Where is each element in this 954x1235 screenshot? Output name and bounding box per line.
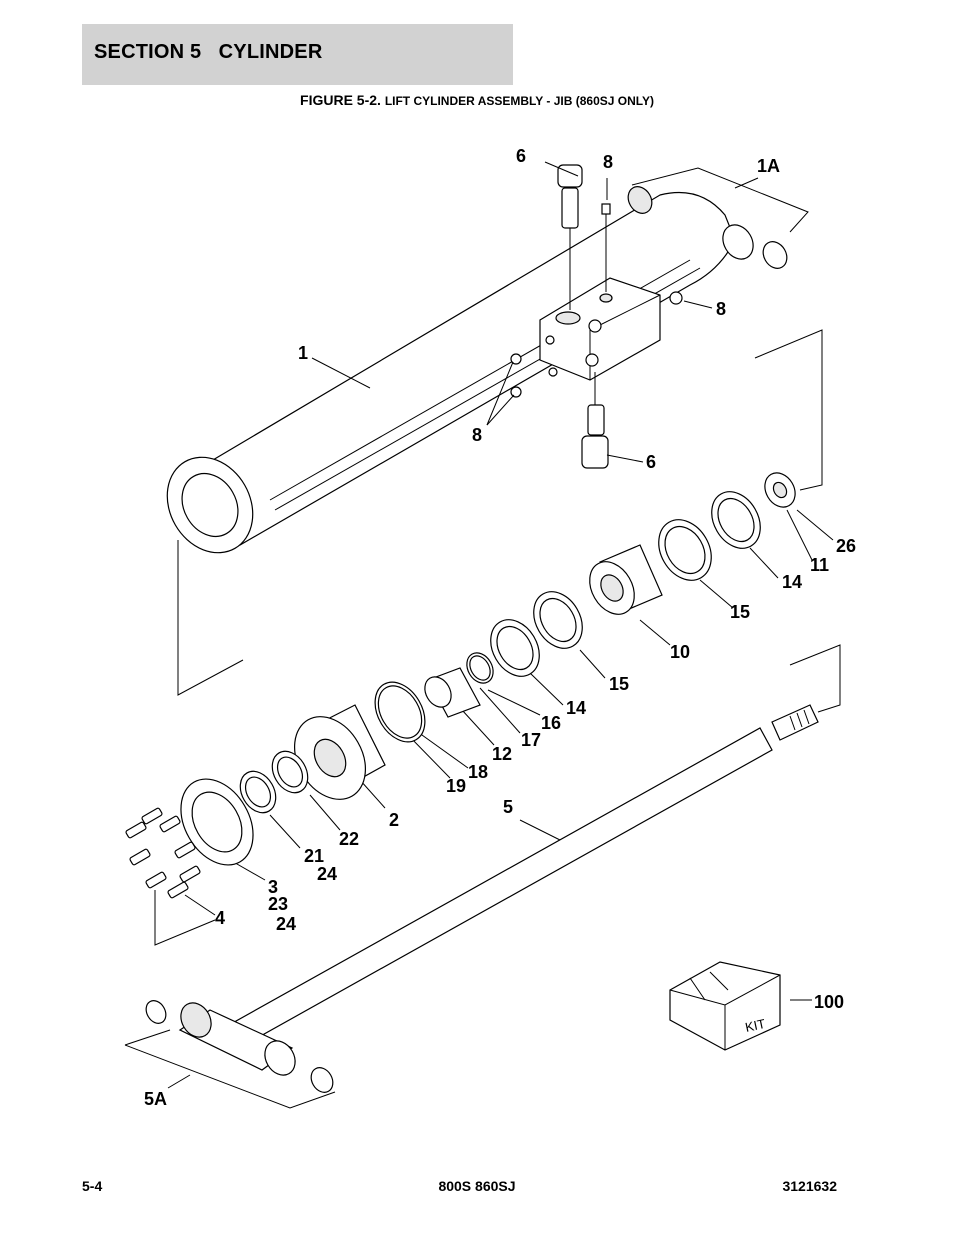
callout-24-b: 24 [276, 914, 296, 934]
callout-numbers: 6 8 1A 8 1 8 6 26 11 14 15 10 15 14 16 1… [144, 146, 856, 1109]
hose-fittings [510, 164, 683, 469]
figure-title: FIGURE 5-2. LIFT CYLINDER ASSEMBLY - JIB… [0, 92, 954, 108]
callout-2: 2 [389, 810, 399, 830]
cylinder-head [294, 704, 386, 800]
rod-seals [239, 750, 309, 814]
cap-screws [125, 807, 201, 899]
callout-22: 22 [339, 829, 359, 849]
callout-4: 4 [215, 908, 225, 928]
callout-15-a: 15 [730, 602, 750, 622]
figure-number: FIGURE 5-2. [300, 92, 381, 108]
section-title: SECTION 5 CYLINDER [94, 41, 323, 63]
callout-3: 3 [268, 877, 278, 897]
callout-8-top: 8 [603, 152, 613, 172]
section-banner: SECTION 5 CYLINDER [82, 24, 513, 85]
leader-lines [124, 161, 841, 1109]
figure-caption: LIFT CYLINDER ASSEMBLY - JIB (860SJ ONLY… [384, 94, 654, 108]
cylinder-rod [145, 704, 819, 1093]
callout-23: 23 [268, 894, 288, 914]
callout-8-left: 8 [472, 425, 482, 445]
callout-15-b: 15 [609, 674, 629, 694]
end-cap-parts [658, 472, 796, 581]
footer-page-number: 5-4 [82, 1178, 103, 1194]
cylinder-barrel [166, 191, 754, 554]
footer-model: 800S 860SJ [438, 1178, 516, 1194]
callout-17: 17 [521, 730, 541, 750]
callout-19: 19 [446, 776, 466, 796]
callout-1A: 1A [757, 156, 780, 176]
callout-16: 16 [541, 713, 561, 733]
callout-18: 18 [468, 762, 488, 782]
callout-10: 10 [670, 642, 690, 662]
kit-box: KIT [669, 961, 781, 1051]
callout-12: 12 [492, 744, 512, 764]
kit-box-label: KIT [744, 1016, 767, 1035]
seals-wear-rings [374, 591, 583, 743]
callout-14-b: 14 [566, 698, 586, 718]
callout-14-a: 14 [782, 572, 802, 592]
callout-100: 100 [814, 992, 844, 1012]
callout-8-right: 8 [716, 299, 726, 319]
callout-1: 1 [298, 343, 308, 363]
retaining-plate [180, 778, 254, 866]
callout-21: 21 [304, 846, 324, 866]
callout-6-mid: 6 [646, 452, 656, 472]
piston [589, 544, 663, 615]
callout-6-top: 6 [516, 146, 526, 166]
callout-5A: 5A [144, 1089, 167, 1109]
footer-doc-number: 3121632 [782, 1178, 837, 1194]
callout-24-a: 24 [317, 864, 337, 884]
callout-5: 5 [503, 797, 513, 817]
barrel-bushings [627, 167, 809, 269]
callout-11: 11 [810, 555, 829, 575]
callout-26: 26 [836, 536, 856, 556]
